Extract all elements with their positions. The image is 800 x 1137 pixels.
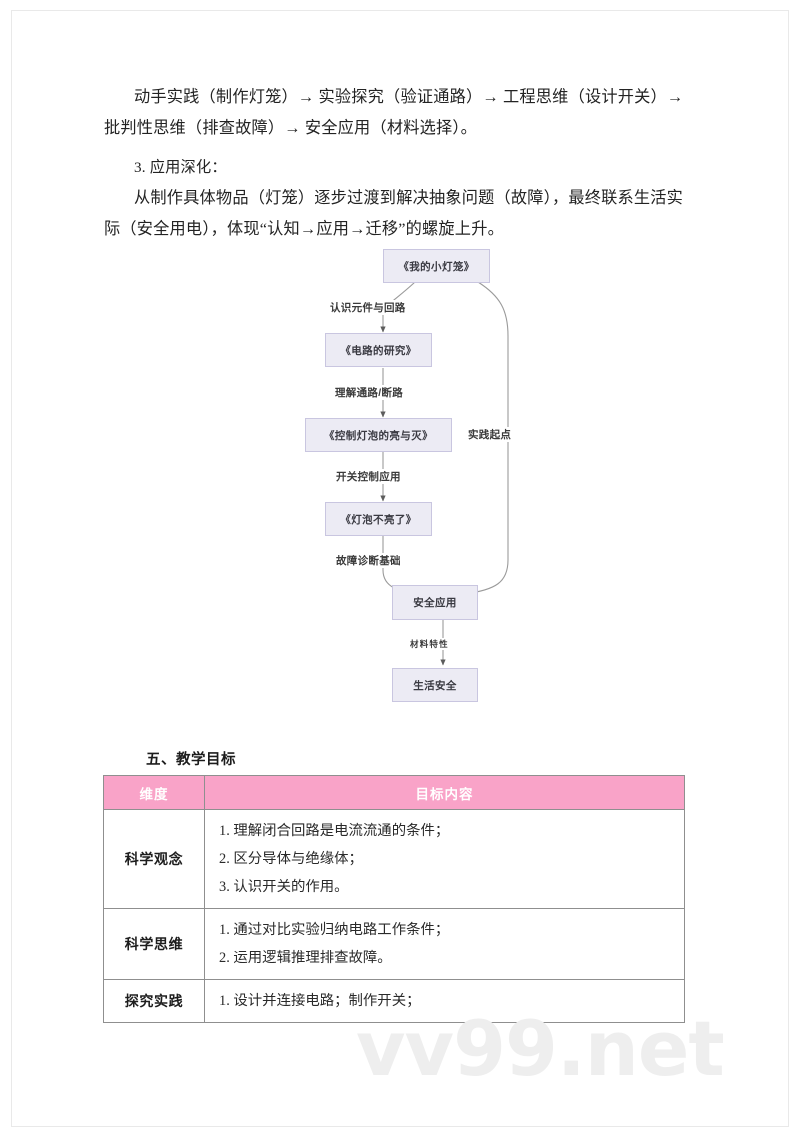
- cell-dimension-inquiry-practice: 探究实践: [103, 979, 205, 1023]
- flowchart-node-safety-application[interactable]: 安全应用: [392, 585, 478, 620]
- flowchart-diagram: 《我的小灯笼》 《电路的研究》 《控制灯泡的亮与灭》 《灯泡不亮了》 安全应用 …: [250, 240, 580, 720]
- flowchart-node-life-safety[interactable]: 生活安全: [392, 668, 478, 702]
- cell-content-inquiry-practice: 1. 设计并连接电路；制作开关；: [204, 979, 685, 1023]
- paragraph-body-3: 从制作具体物品（灯笼）逐步过渡到解决抽象问题（故障），最终联系生活实际（安全用电…: [104, 189, 684, 238]
- column-header-goal-content: 目标内容: [204, 775, 685, 810]
- flowchart-node-my-little-lantern[interactable]: 《我的小灯笼》: [383, 249, 490, 283]
- table-row: 科学思维 1. 通过对比实验归纳电路工作条件； 2. 运用逻辑推理排查故障。: [103, 908, 685, 980]
- goal-item: 2. 运用逻辑推理排查故障。: [219, 950, 392, 966]
- flowchart-node-label: 《控制灯泡的亮与灭》: [324, 429, 433, 442]
- table-row: 探究实践 1. 设计并连接电路；制作开关；: [103, 979, 685, 1023]
- goal-item: 3. 认识开关的作用。: [219, 879, 349, 895]
- table-body: 科学观念 1. 理解闭合回路是电流流通的条件； 2. 区分导体与绝缘体； 3. …: [103, 809, 685, 1023]
- section-heading-teaching-goals: 五、教学目标: [146, 752, 236, 768]
- page-border-right: [788, 10, 789, 1127]
- flowchart-node-bulb-not-lit[interactable]: 《灯泡不亮了》: [325, 502, 432, 536]
- flowchart-edge-label-switch-control: 开关控制应用: [334, 469, 403, 484]
- flowchart-node-label: 《我的小灯笼》: [398, 260, 475, 273]
- flowchart-node-label: 安全应用: [413, 597, 457, 609]
- flowchart-edge-label-practice-starting-point: 实践起点: [466, 427, 514, 442]
- table-header-row: 维度 目标内容: [103, 775, 685, 810]
- teaching-goals-table: 维度 目标内容 科学观念 1. 理解闭合回路是电流流通的条件； 2. 区分导体与…: [103, 775, 685, 1023]
- paragraph-flow-sequence: 动手实践（制作灯笼）→ 实验探究（验证通路）→ 工程思维（设计开关）→ 批判性思…: [104, 88, 688, 137]
- cell-dimension-science-concepts: 科学观念: [103, 809, 205, 909]
- flowchart-node-label: 《电路的研究》: [340, 344, 417, 357]
- flowchart-edge-label-components-circuit: 认识元件与回路: [328, 300, 408, 315]
- page-border-left: [11, 10, 12, 1127]
- paragraph-heading-3: 3. 应用深化：: [134, 159, 227, 176]
- column-header-dimension: 维度: [103, 775, 205, 810]
- flowchart-node-control-bulb[interactable]: 《控制灯泡的亮与灭》: [305, 418, 452, 452]
- flowchart-edge-label-fault-diagnosis: 故障诊断基础: [334, 553, 403, 568]
- watermark-text: vv99.net: [356, 1004, 725, 1093]
- page-border-top: [11, 10, 789, 11]
- flowchart-node-circuit-study[interactable]: 《电路的研究》: [325, 333, 432, 367]
- flowchart-edge-label-open-closed-circuit: 理解通路/断路: [333, 385, 406, 400]
- cell-content-science-concepts: 1. 理解闭合回路是电流流通的条件； 2. 区分导体与绝缘体； 3. 认识开关的…: [204, 809, 685, 909]
- page-border-bottom: [11, 1126, 789, 1127]
- goal-item: 2. 区分导体与绝缘体；: [219, 851, 363, 867]
- cell-content-science-thinking: 1. 通过对比实验归纳电路工作条件； 2. 运用逻辑推理排查故障。: [204, 908, 685, 980]
- cell-dimension-science-thinking: 科学思维: [103, 908, 205, 980]
- table-header: 维度 目标内容: [103, 775, 685, 810]
- flowchart-node-label: 生活安全: [413, 679, 457, 692]
- flowchart-node-label: 《灯泡不亮了》: [340, 513, 417, 526]
- goal-item: 1. 设计并连接电路；制作开关；: [219, 993, 421, 1009]
- flowchart-edge-label-material-properties: 材料特性: [408, 638, 451, 650]
- table-row: 科学观念 1. 理解闭合回路是电流流通的条件； 2. 区分导体与绝缘体； 3. …: [103, 809, 685, 909]
- goal-item: 1. 理解闭合回路是电流流通的条件；: [219, 823, 450, 839]
- goal-item: 1. 通过对比实验归纳电路工作条件；: [219, 922, 450, 938]
